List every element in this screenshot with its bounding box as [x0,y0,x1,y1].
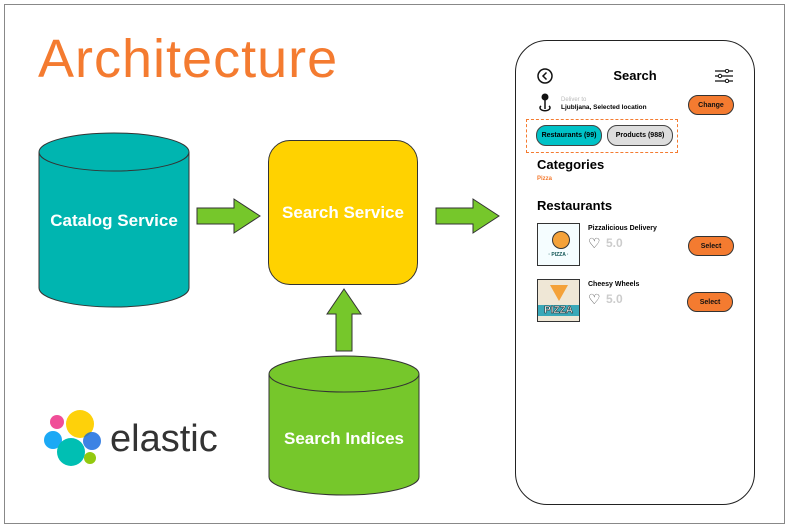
search-service-node: Search Service [268,140,418,285]
cylinder-shape [268,355,420,496]
pizza-icon [552,231,570,249]
phone-mockup: Search Deliver to Ljubljana, Selected lo… [515,40,755,505]
diagram-frame [4,4,785,524]
restaurants-title: Restaurants [537,198,613,213]
arrow-right-icon [435,198,500,234]
change-location-button[interactable]: Change [688,95,734,115]
restaurant-thumbnail: PIZZA [537,279,580,322]
restaurant-rating: 5.0 [606,236,623,250]
catalog-service-label: Catalog Service [50,211,178,230]
tabs-highlight [526,119,678,153]
tab-products[interactable]: Products (988) [607,125,673,146]
tab-restaurants[interactable]: Restaurants (99) [536,125,602,146]
heart-icon[interactable]: ♡ [588,235,601,251]
pizza-slice-icon [550,285,568,301]
heart-icon[interactable]: ♡ [588,291,601,307]
category-pizza[interactable]: Pizza [537,176,553,182]
thumbnail-text: PIZZA [538,305,579,316]
restaurant-item[interactable]: · PIZZA · Pizzalicious Delivery ♡ 5.0 Se… [516,221,756,271]
cylinder-shape [38,132,190,308]
deliver-to-label: Deliver to [561,97,587,103]
categories-title: Categories [537,157,605,172]
catalog-service-node: Catalog Service [38,132,190,308]
location-pin-icon [539,93,551,112]
thumbnail-text: · PIZZA · [548,252,569,258]
search-indices-label: Search Indices [283,429,404,448]
diagram-title: Architecture [38,29,339,89]
select-button[interactable]: Select [687,292,733,312]
screen-title: Search [613,68,657,83]
back-icon[interactable] [537,68,553,84]
restaurant-rating: 5.0 [606,292,623,306]
arrow-up-icon [326,288,362,352]
elastic-logo-icon [44,410,101,466]
elastic-logo-text: elastic [110,418,218,460]
arrow-right-icon [196,198,261,234]
restaurant-name: Pizzalicious Delivery [588,225,657,232]
restaurant-name: Cheesy Wheels [588,281,640,288]
restaurant-item[interactable]: PIZZA Cheesy Wheels ♡ 5.0 Select [516,277,756,327]
restaurant-thumbnail: · PIZZA · [537,223,580,266]
select-button[interactable]: Select [688,236,734,256]
delivery-location: Ljubljana, Selected location [561,104,647,111]
search-indices-node: Search Indices [268,355,420,497]
filter-icon[interactable] [715,69,733,83]
